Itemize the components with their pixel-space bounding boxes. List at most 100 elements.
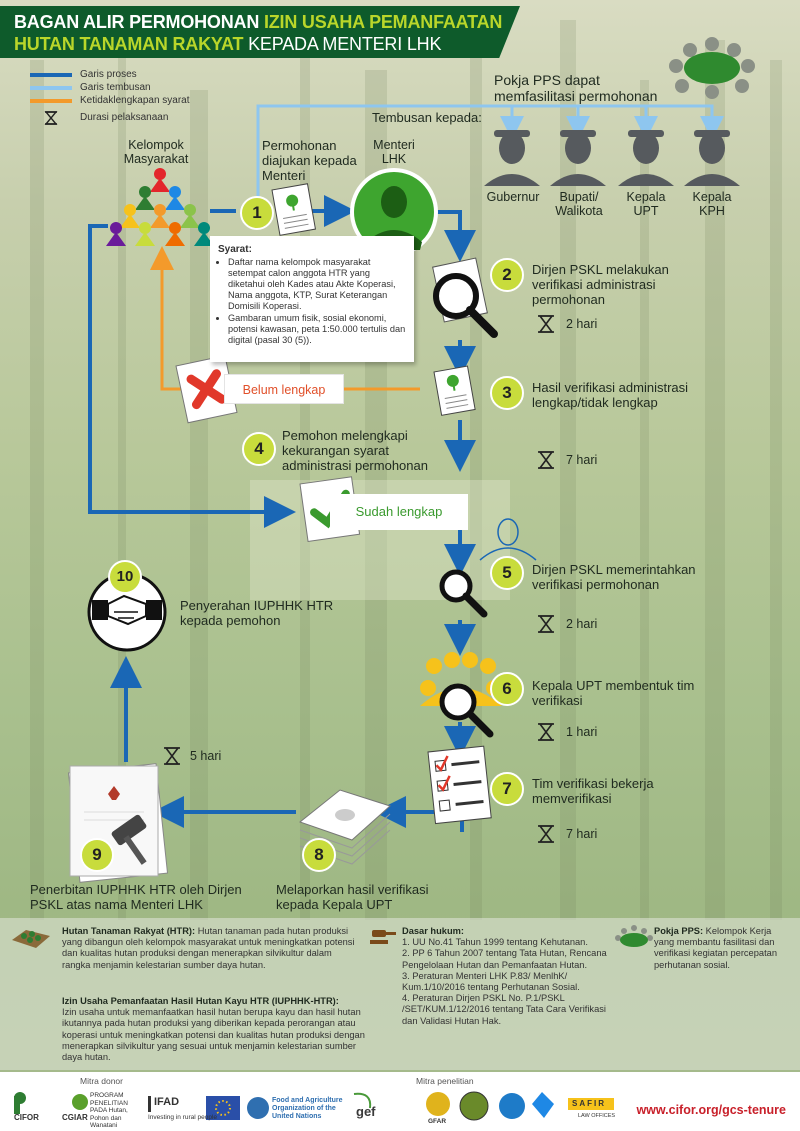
step-6-label: Kepala UPT membentuk tim verifikasi (532, 678, 695, 708)
step-number-1: 1 (240, 196, 274, 230)
copy-recipient-upt-head: Kepala UPT (626, 190, 666, 218)
gef-logo-text: gef (356, 1104, 376, 1119)
hourglass-icon (538, 615, 554, 633)
ifad-logo-text: IFAD (154, 1096, 180, 1108)
donor-partners-label: Mitra donor (80, 1076, 123, 1086)
iuphhk-definition: Izin Usaha Pemanfaatan Hasil Hutan Kayu … (62, 996, 365, 1063)
step-number-8: 8 (302, 838, 336, 872)
institution-logo (532, 1092, 554, 1118)
requirement-item: Gambaran umum fisik, sosial ekonomi, pot… (228, 313, 406, 346)
title-banner (0, 6, 520, 58)
duration-step-9: 5 hari (190, 749, 222, 763)
step-number-9: 9 (80, 838, 114, 872)
step-number-6: 6 (490, 672, 524, 706)
step-number-3: 3 (490, 376, 524, 410)
copy-lines (256, 104, 724, 196)
copy-recipient-kph-head: Kepala KPH (692, 190, 732, 218)
hourglass-icon (164, 747, 180, 765)
pokja-text: Pokja PPS dapat memfasilitasi permohonan (494, 72, 658, 104)
research-logos (426, 1091, 614, 1121)
copy-recipients-icons (484, 130, 740, 186)
pokja-meeting-icon (669, 37, 755, 99)
cgiar-logo-text: CGIAR (62, 1113, 88, 1122)
process-lines (88, 195, 476, 832)
step-3-label: Hasil verifikasi administrasi lengkap/ti… (532, 380, 689, 410)
legal-basis-item: 1. UU No.41 Tahun 1999 tentang Kehutanan… (402, 937, 588, 948)
step-number-5: 5 (490, 556, 524, 590)
pokja-meeting-icon (615, 925, 653, 947)
fao-logo (247, 1097, 269, 1119)
complete-status-label: Sudah lengkap (330, 494, 468, 530)
flow-diagram (67, 37, 755, 883)
cifor-logo-text: CIFOR (14, 1113, 39, 1122)
duration-step-7: 7 hari (566, 827, 598, 841)
cgiar-logo (72, 1094, 88, 1110)
copy-to-title: Tembusan kepada: (372, 110, 482, 125)
document-icon (433, 365, 476, 416)
upt-head-icon (618, 130, 674, 186)
magnifier-icon (439, 683, 494, 738)
step-5-label: Dirjen PSKL memerintahkan verifikasi per… (532, 562, 696, 592)
step-number-10: 10 (108, 560, 142, 594)
document-icon (271, 183, 317, 236)
governor-icon (484, 130, 540, 186)
step-4-label: Pemohon melengkapi kekurangan syarat adm… (282, 428, 428, 473)
gavel-icon (370, 930, 396, 944)
header: BAGAN ALIR PERMOHONAN IZIN USAHA PEMANFA… (0, 0, 800, 64)
handshake-icon (87, 572, 167, 652)
gfar-logo-text: GFAR (428, 1118, 447, 1125)
cifor-logo (14, 1092, 26, 1114)
step-10-label: Penyerahan IUPHHK HTR kepada pemohon (180, 598, 334, 628)
university-logo (499, 1093, 525, 1119)
research-partners-label: Mitra penelitian (416, 1076, 474, 1086)
hourglass-icon (538, 451, 554, 469)
step-1-label: Permohonan diajukan kepada Menteri (262, 138, 357, 183)
definitions-panel (0, 918, 800, 1070)
ifad-logo (148, 1096, 151, 1112)
ifad-tagline: Investing in rural people (148, 1114, 218, 1121)
hourglass-icon (538, 825, 554, 843)
incomplete-status-label: Belum lengkap (224, 374, 344, 404)
minister-label: Menteri LHK (373, 138, 415, 166)
checklist-icon (427, 745, 492, 825)
magnifier-icon (432, 257, 498, 338)
duration-step-6: 1 hari (566, 725, 598, 739)
pokja-definition: Pokja PPS: Kelompok Kerja yang membantu … (654, 926, 777, 970)
hourglass-icon (538, 723, 554, 741)
fao-logo-text: Food and Agriculture Organization of the… (272, 1097, 343, 1120)
magnifier-icon (439, 569, 488, 618)
forest-plot-icon (12, 930, 50, 948)
title-line-2: HUTAN TANAMAN RAKYAT KEPADA MENTERI LHK (14, 34, 442, 54)
legend-item-copy: Garis tembusan (30, 81, 190, 94)
legal-basis-item: 3. Peraturan Menteri LHK P.83/ MenlhK/ K… (402, 970, 580, 993)
legend: Garis proses Garis tembusan Ketidaklengk… (30, 68, 190, 125)
website-url[interactable]: www.cifor.org/gcs-tenure (636, 1103, 786, 1117)
copy-recipient-regent: Bupati/ Walikota (555, 190, 603, 218)
title-line-1: BAGAN ALIR PERMOHONAN IZIN USAHA PEMANFA… (14, 12, 503, 32)
footer (0, 1072, 800, 1131)
community-group-label: Kelompok Masyarakat (123, 138, 189, 166)
ministry-logo (459, 1091, 489, 1121)
duration-step-3: 7 hari (566, 453, 598, 467)
step-number-7: 7 (490, 772, 524, 806)
legend-item-duration: Durasi pelaksanaan (30, 110, 190, 125)
kph-head-icon (684, 130, 740, 186)
copy-recipient-governor: Gubernur (486, 190, 540, 204)
step-9-label: Penerbitan IUPHHK HTR oleh Dirjen PSKL a… (30, 882, 242, 912)
step-2-label: Dirjen PSKL melakukan verifikasi adminis… (532, 262, 669, 307)
person-outline-icon (479, 518, 537, 561)
requirement-item: Daftar nama kelompok masyarakat setempat… (228, 257, 406, 312)
legal-basis-item: 2. PP 6 Tahun 2007 tentang Tata Hutan, R… (402, 948, 607, 970)
gef-logo (353, 1092, 372, 1109)
hourglass-icon (44, 110, 58, 125)
requirements-box: Syarat: Daftar nama kelompok masyarakat … (210, 236, 414, 362)
donor-logos (14, 1092, 372, 1120)
minister-icon (350, 168, 438, 256)
legend-item-process: Garis proses (30, 68, 190, 81)
hourglass-icon (538, 315, 554, 333)
regent-icon (550, 130, 606, 186)
eu-logo (206, 1096, 240, 1120)
step-8-label: Melaporkan hasil verifikasi kepada Kepal… (276, 882, 429, 912)
safir-logo-subtext: LAW OFFICES (578, 1113, 616, 1119)
legal-basis: Dasar hukum: 1. UU No.41 Tahun 1999 tent… (402, 926, 607, 1026)
